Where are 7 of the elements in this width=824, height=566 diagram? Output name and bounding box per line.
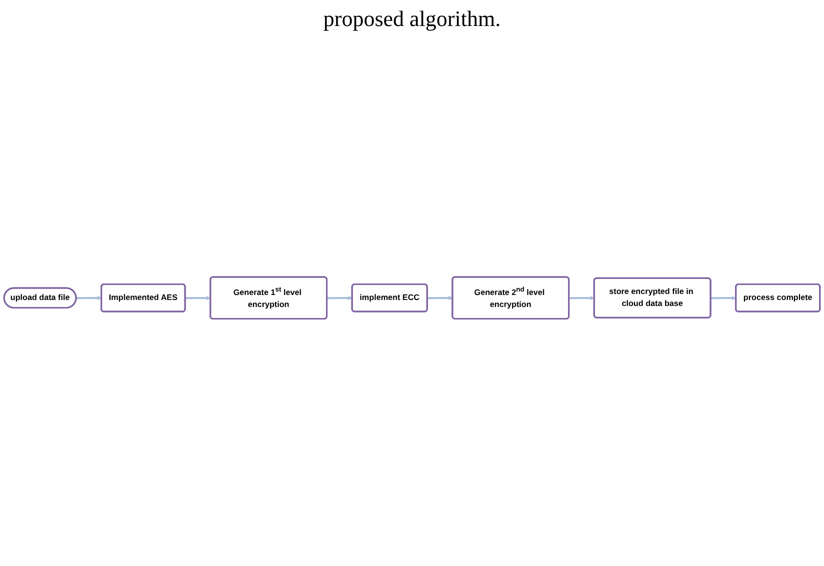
- arrow: [427, 296, 453, 300]
- arrow: [76, 296, 102, 300]
- arrow: [185, 296, 211, 300]
- arrow: [327, 296, 353, 300]
- caption: proposed algorithm.: [322, 6, 502, 32]
- arrow: [710, 296, 736, 300]
- arrow: [569, 296, 595, 300]
